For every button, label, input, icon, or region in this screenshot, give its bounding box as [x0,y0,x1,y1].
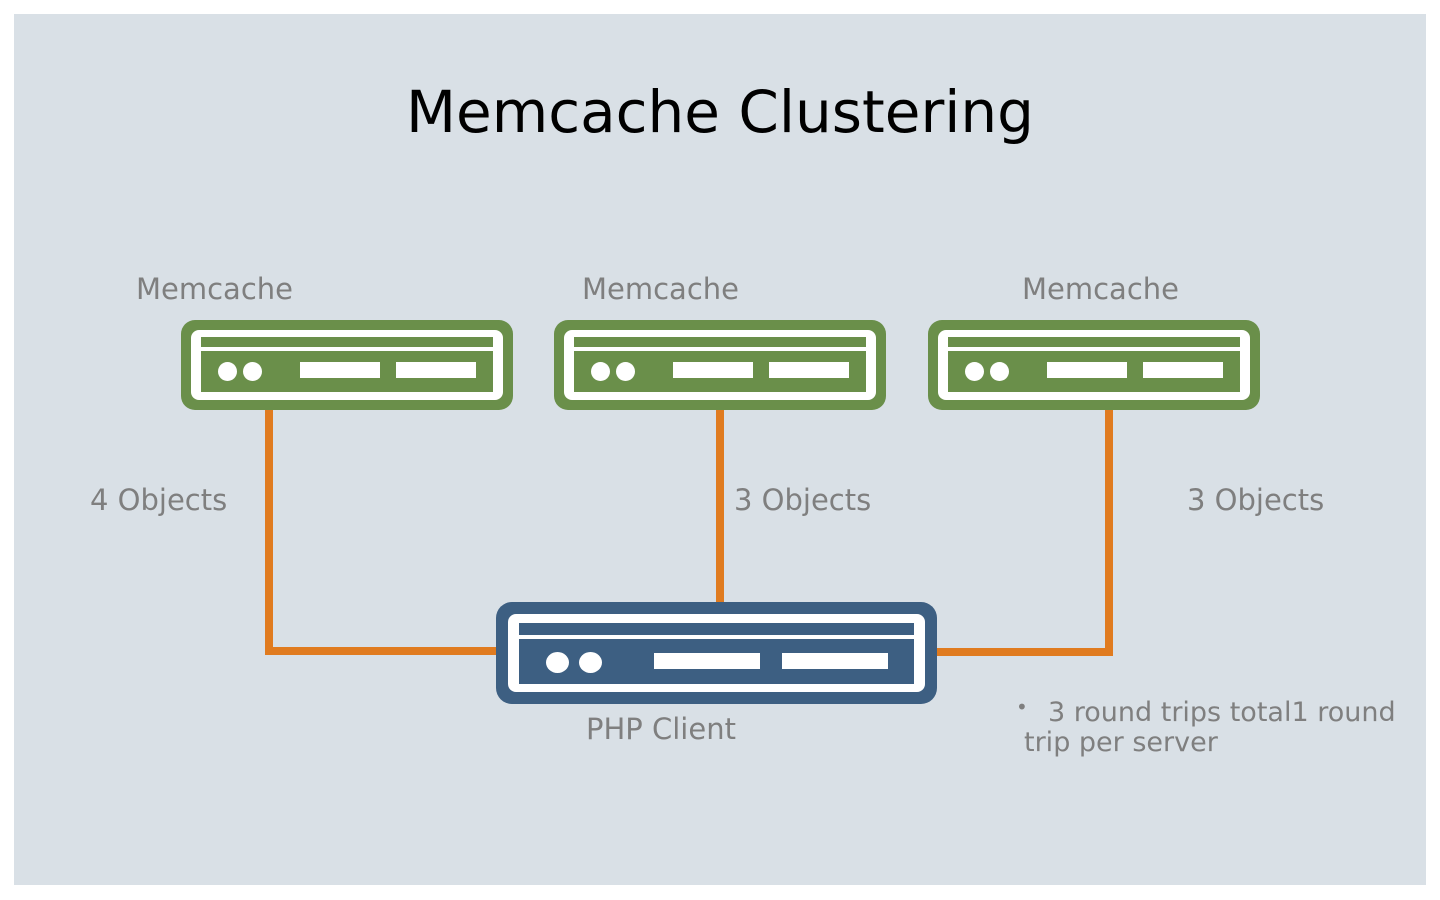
drive-slot-icon [769,362,849,378]
server-top-bar [574,337,866,347]
object-count-2: 3 Objects [734,483,872,517]
server-top-bar [201,337,493,347]
diagram-title: Memcache Clustering [406,78,1034,146]
drive-slot-icon [673,362,753,378]
memcache-server-3[interactable] [928,320,1260,410]
drive-slot-icon [1143,362,1223,378]
led-icon [591,362,610,381]
led-icon [243,362,262,381]
php-client-label: PHP Client [586,712,736,746]
led-icon [990,362,1009,381]
memcache-server-1[interactable] [181,320,513,410]
object-count-1: 4 Objects [90,483,228,517]
drive-slot-icon [654,653,760,669]
led-icon [965,362,984,381]
memcache-label-2: Memcache [582,272,739,306]
bullet-icon: • [1016,695,1028,719]
led-icon [579,652,602,673]
object-count-3: 3 Objects [1187,483,1325,517]
drive-slot-icon [1047,362,1127,378]
led-icon [616,362,635,381]
memcache-server-2[interactable] [554,320,886,410]
server-top-bar [519,623,914,635]
drive-slot-icon [396,362,476,378]
memcache-label-1: Memcache [136,272,293,306]
memcache-label-3: Memcache [1022,272,1179,306]
php-client-server[interactable] [496,602,937,704]
drive-slot-icon [782,653,888,669]
connector-memcache-3 [934,408,1113,656]
note-text: 3 round trips total1 round trip per serv… [1024,697,1396,758]
connector-memcache-1 [265,408,500,655]
server-top-bar [948,337,1240,347]
led-icon [546,652,569,673]
round-trip-note: • 3 round trips total1 round trip per se… [1016,695,1406,758]
led-icon [218,362,237,381]
drive-slot-icon [300,362,380,378]
